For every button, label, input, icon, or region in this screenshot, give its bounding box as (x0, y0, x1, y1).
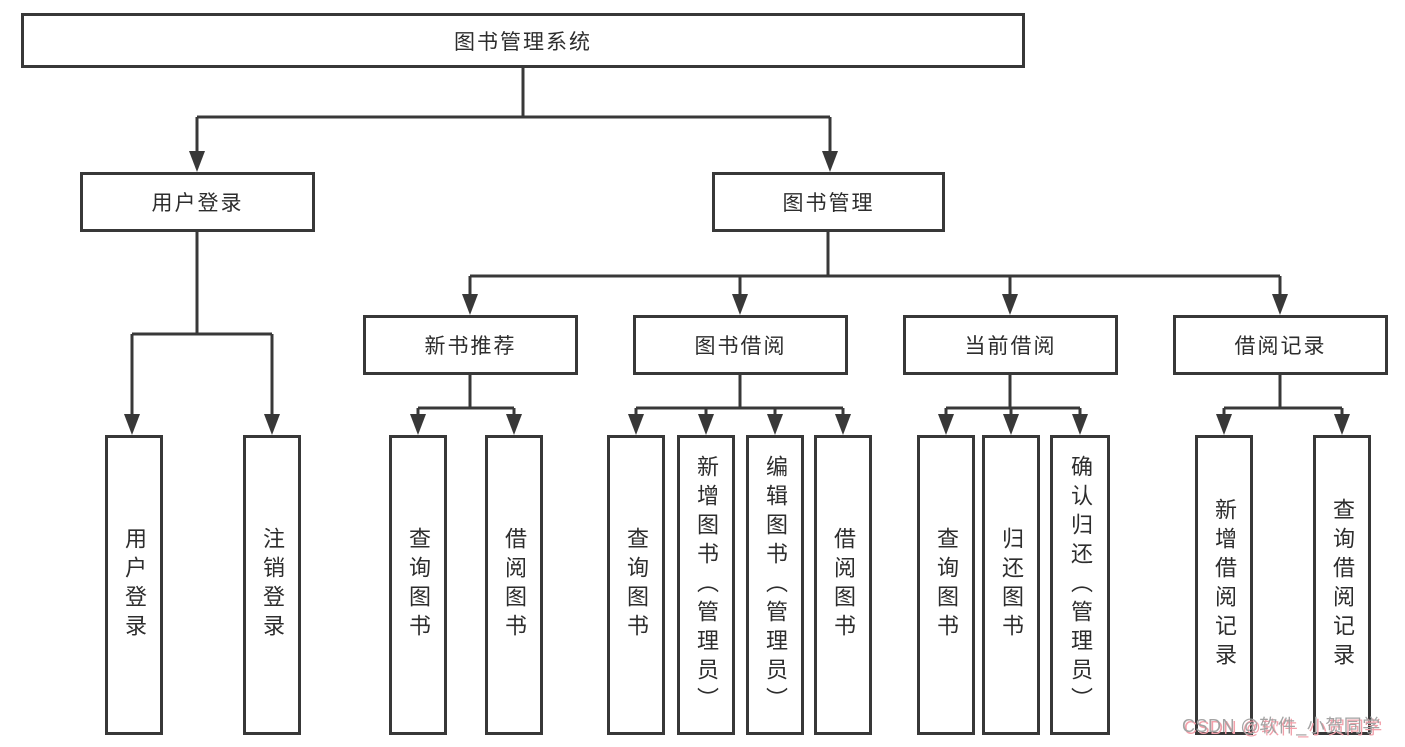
node-label: 借阅记录 (1234, 335, 1327, 358)
node-label: 新书推荐 (424, 335, 517, 358)
leaf-return-books: 归还图书 (982, 435, 1040, 735)
leaf-confirm-return-admin: 确认归还（管理员） (1050, 435, 1110, 735)
node-book-management: 图书管理 (712, 172, 945, 232)
node-book-borrowing: 图书借阅 (633, 315, 848, 375)
leaf-add-borrow-record: 新增借阅记录 (1195, 435, 1253, 735)
node-borrowing-records: 借阅记录 (1173, 315, 1388, 375)
leaf-query-borrow-record: 查询借阅记录 (1313, 435, 1371, 735)
csdn-watermark: CSDN @软件_小贺同学 (1182, 716, 1381, 736)
node-label: 当前借阅 (964, 335, 1057, 358)
node-label: 图书管理系统 (454, 30, 592, 54)
leaf-query-books-borrowing: 查询图书 (607, 435, 665, 735)
node-current-borrowing: 当前借阅 (903, 315, 1118, 375)
node-label: 图书借阅 (694, 335, 787, 358)
arrowheads (124, 151, 1350, 435)
leaf-borrow-books-recommend: 借阅图书 (485, 435, 543, 735)
node-label: 图书管理 (782, 192, 875, 215)
leaf-logout: 注销登录 (243, 435, 301, 735)
node-new-book-recommend: 新书推荐 (363, 315, 578, 375)
leaf-borrow-books: 借阅图书 (814, 435, 872, 735)
leaf-edit-books-admin: 编辑图书（管理员） (746, 435, 804, 735)
leaf-query-books-current: 查询图书 (917, 435, 975, 735)
leaf-user-login: 用户登录 (105, 435, 163, 735)
node-label: 用户登录 (151, 192, 244, 215)
node-library-management-system: 图书管理系统 (21, 13, 1025, 68)
node-user-login: 用户登录 (80, 172, 315, 232)
leaf-add-books-admin: 新增图书（管理员） (677, 435, 735, 735)
leaf-query-books-recommend: 查询图书 (389, 435, 447, 735)
